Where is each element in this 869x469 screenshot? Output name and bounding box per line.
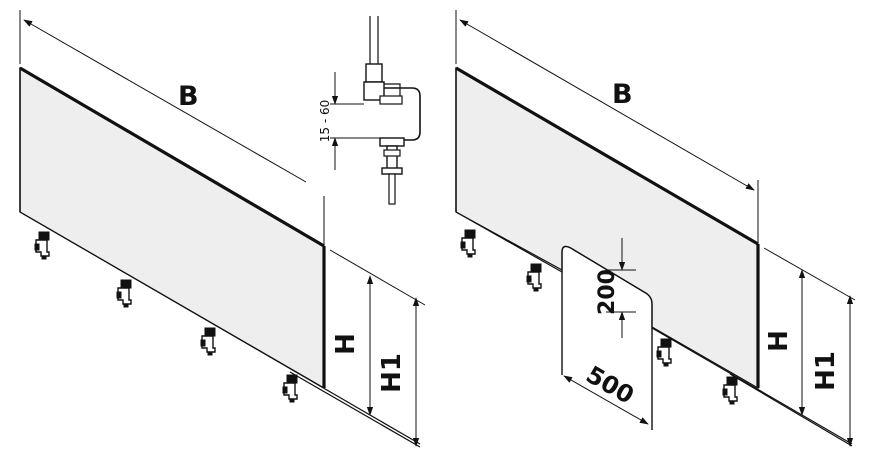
clamp-detail: 15 - 60 bbox=[318, 16, 421, 205]
dim-label-h-right: H bbox=[764, 330, 794, 352]
bottom-rail bbox=[19, 211, 421, 445]
clamp-icon bbox=[526, 263, 542, 292]
clamp-icon bbox=[460, 229, 476, 258]
dim-label-b-right: B bbox=[612, 79, 633, 110]
bottom-rail-right-b bbox=[651, 327, 853, 445]
bottom-rail-right-a bbox=[455, 211, 563, 273]
dim-label-200: 200 bbox=[595, 269, 620, 315]
clamp-icon bbox=[200, 327, 216, 356]
dim-line-500 bbox=[563, 375, 649, 425]
dim-line-b-right bbox=[459, 19, 755, 191]
detail-glass-holder bbox=[365, 63, 383, 83]
ext-line-top-right bbox=[763, 247, 856, 301]
clamp-icon bbox=[656, 338, 672, 367]
right-drawing: B H H1 200 500 bbox=[455, 10, 856, 447]
clamp-icon bbox=[282, 374, 298, 403]
bottom-rail-right-c bbox=[729, 373, 853, 447]
detail-clamp-top bbox=[363, 81, 385, 101]
detail-clamp-bracket bbox=[384, 87, 421, 141]
bottom-rail-2 bbox=[289, 371, 421, 448]
left-drawing: B H H1 bbox=[19, 10, 426, 448]
clamp-icon bbox=[34, 231, 50, 260]
dim-line-b bbox=[23, 19, 307, 183]
cutout-outline bbox=[561, 245, 653, 430]
glass-panel bbox=[19, 66, 325, 390]
dim-label-b: B bbox=[178, 81, 199, 112]
clamp-icon bbox=[722, 376, 738, 405]
dim-label-h1-right: H1 bbox=[811, 351, 841, 391]
detail-clamp-plate bbox=[379, 137, 405, 147]
dim-label-h1: H1 bbox=[377, 353, 407, 393]
glass-panel-with-cutout bbox=[455, 66, 759, 390]
dim-label-h: H bbox=[331, 333, 361, 355]
clamp-icon bbox=[116, 279, 132, 308]
panel-top-edge bbox=[19, 66, 325, 248]
dim-label-clamp-range: 15 - 60 bbox=[318, 100, 332, 143]
ext-line-top bbox=[329, 249, 426, 306]
